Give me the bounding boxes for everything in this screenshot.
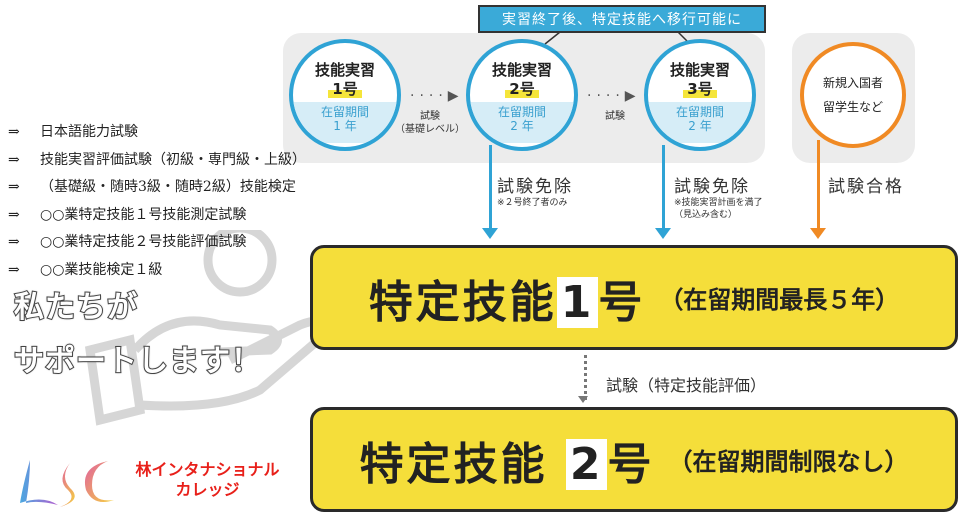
arrow-head-2 xyxy=(482,228,498,239)
ssw-suffix: 号 xyxy=(598,276,646,328)
newcomer-line2: 留学生など xyxy=(822,100,883,114)
list-item-text: ○○業特定技能１号技能測定試験 xyxy=(40,206,247,223)
period-label: 在留期間 xyxy=(320,105,369,119)
transition-label: 試験 xyxy=(420,111,440,122)
period-value: 1 年 xyxy=(333,119,357,133)
list-item-text: 技能実習評価試験（初級・専門級・上級） xyxy=(40,151,306,168)
support-line1: 私たちが xyxy=(13,289,138,326)
exemption-note: ※２号終了者のみ xyxy=(497,198,568,208)
transition-2: 試験 xyxy=(605,111,625,122)
arrow-head-3 xyxy=(655,228,671,239)
period-label: 在留期間 xyxy=(497,105,546,119)
exemption-2: 試験免除 ※２号終了者のみ xyxy=(497,172,573,209)
ssw-title-text: 特定技能 xyxy=(359,438,566,490)
arrow-icon: ⇒ xyxy=(8,234,20,250)
ssw2-box: 特定技能 2号 （在留期間制限なし） xyxy=(310,407,958,512)
ssw-number: 1 xyxy=(556,276,599,328)
list-item: ⇒ ○○業技能検定１級 xyxy=(8,257,306,285)
period-label: 在留期間 xyxy=(675,105,724,119)
logo-name-line1: 林インタナショナル xyxy=(135,460,280,479)
period-value: 2 年 xyxy=(688,119,712,133)
exemption-3: 試験免除 ※技能実習計画を満了 （見込み含む） xyxy=(674,172,763,221)
arrow-line-2 xyxy=(489,145,492,230)
dotted-arrow-2: ····▶ xyxy=(587,88,641,104)
arrow-head-newcomer xyxy=(810,228,826,239)
newcomer-circle: 新規入国者 留学生など xyxy=(800,42,906,148)
lsc-logo-mark xyxy=(20,460,114,507)
exemption-label: 試験免除 xyxy=(497,177,573,197)
exemption-label: 試験免除 xyxy=(674,177,750,197)
list-item-text: ○○業技能検定１級 xyxy=(40,261,163,278)
trainee-number: 1号 xyxy=(328,80,362,98)
list-item-text: （基礎級・随時3級・随時2級）技能検定 xyxy=(40,179,296,195)
trainee-title: 技能実習 xyxy=(491,61,552,79)
trainee-number: 3号 xyxy=(683,80,717,98)
list-item-text: 日本語能力試験 xyxy=(40,124,138,140)
dotted-arrow-1: ····▶ xyxy=(410,88,464,104)
ssw1-title: 特定技能1号 xyxy=(369,266,646,330)
exemption-note2: （見込み含む） xyxy=(674,210,738,220)
trainee-number: 2号 xyxy=(505,80,539,98)
transition-1: 試験 （基礎レベル） xyxy=(395,110,465,136)
arrow-line-newcomer xyxy=(817,140,820,230)
arrow-icon: ⇒ xyxy=(8,124,20,140)
arrow-icon: ⇒ xyxy=(8,206,20,223)
logo-name-line2: カレッジ xyxy=(175,480,240,499)
exam-list: ⇒ 日本語能力試験 ⇒ 技能実習評価試験（初級・専門級・上級） ⇒ （基礎級・随時3級… xyxy=(8,119,306,284)
list-item: ⇒ （基礎級・随時3級・随時2級）技能検定 xyxy=(8,174,306,202)
arrow-icon: ⇒ xyxy=(8,151,20,168)
ssw-number: 2 xyxy=(565,438,608,490)
newcomer-line1: 新規入国者 xyxy=(822,76,883,90)
trainee-title: 技能実習 xyxy=(669,61,730,79)
ssw-suffix: 号 xyxy=(607,438,655,490)
arrow-icon: ⇒ xyxy=(8,261,20,278)
ssw1-sub: （在留期間最長５年） xyxy=(659,286,900,314)
list-item: ⇒ 日本語能力試験 xyxy=(8,119,306,147)
ssw2-title: 特定技能 2号 xyxy=(360,428,655,492)
exemption-note: ※技能実習計画を満了 xyxy=(674,198,763,208)
list-item: ⇒ ○○業特定技能１号技能測定試験 xyxy=(8,202,306,230)
transition-banner: 実習終了後、特定技能へ移行可能に xyxy=(478,5,766,33)
ssw-title-text: 特定技能 xyxy=(368,276,557,328)
ssw2-sub: （在留期間制限なし） xyxy=(668,448,909,476)
support-line2: サポートします！ xyxy=(13,343,262,380)
trainee-title: 技能実習 xyxy=(314,61,375,79)
arrow-line-3 xyxy=(662,145,665,230)
list-item: ⇒ ○○業特定技能２号技能評価試験 xyxy=(8,229,306,257)
transition-sub: （基礎レベル） xyxy=(395,124,465,135)
arrow-icon: ⇒ xyxy=(8,179,20,195)
pass-label: 試験合格 xyxy=(828,177,904,197)
list-item-text: ○○業特定技能２号技能評価試験 xyxy=(40,234,247,250)
period-value: 2 年 xyxy=(510,119,534,133)
logo-name: 林インタナショナル カレッジ xyxy=(115,460,300,500)
dotted-arrow-head xyxy=(578,396,588,403)
list-item: ⇒ 技能実習評価試験（初級・専門級・上級） xyxy=(8,147,306,175)
ssw1-box: 特定技能1号 （在留期間最長５年） xyxy=(310,245,958,350)
between-label: 試験（特定技能評価） xyxy=(606,376,767,395)
dotted-arrow-ssw xyxy=(584,355,594,400)
